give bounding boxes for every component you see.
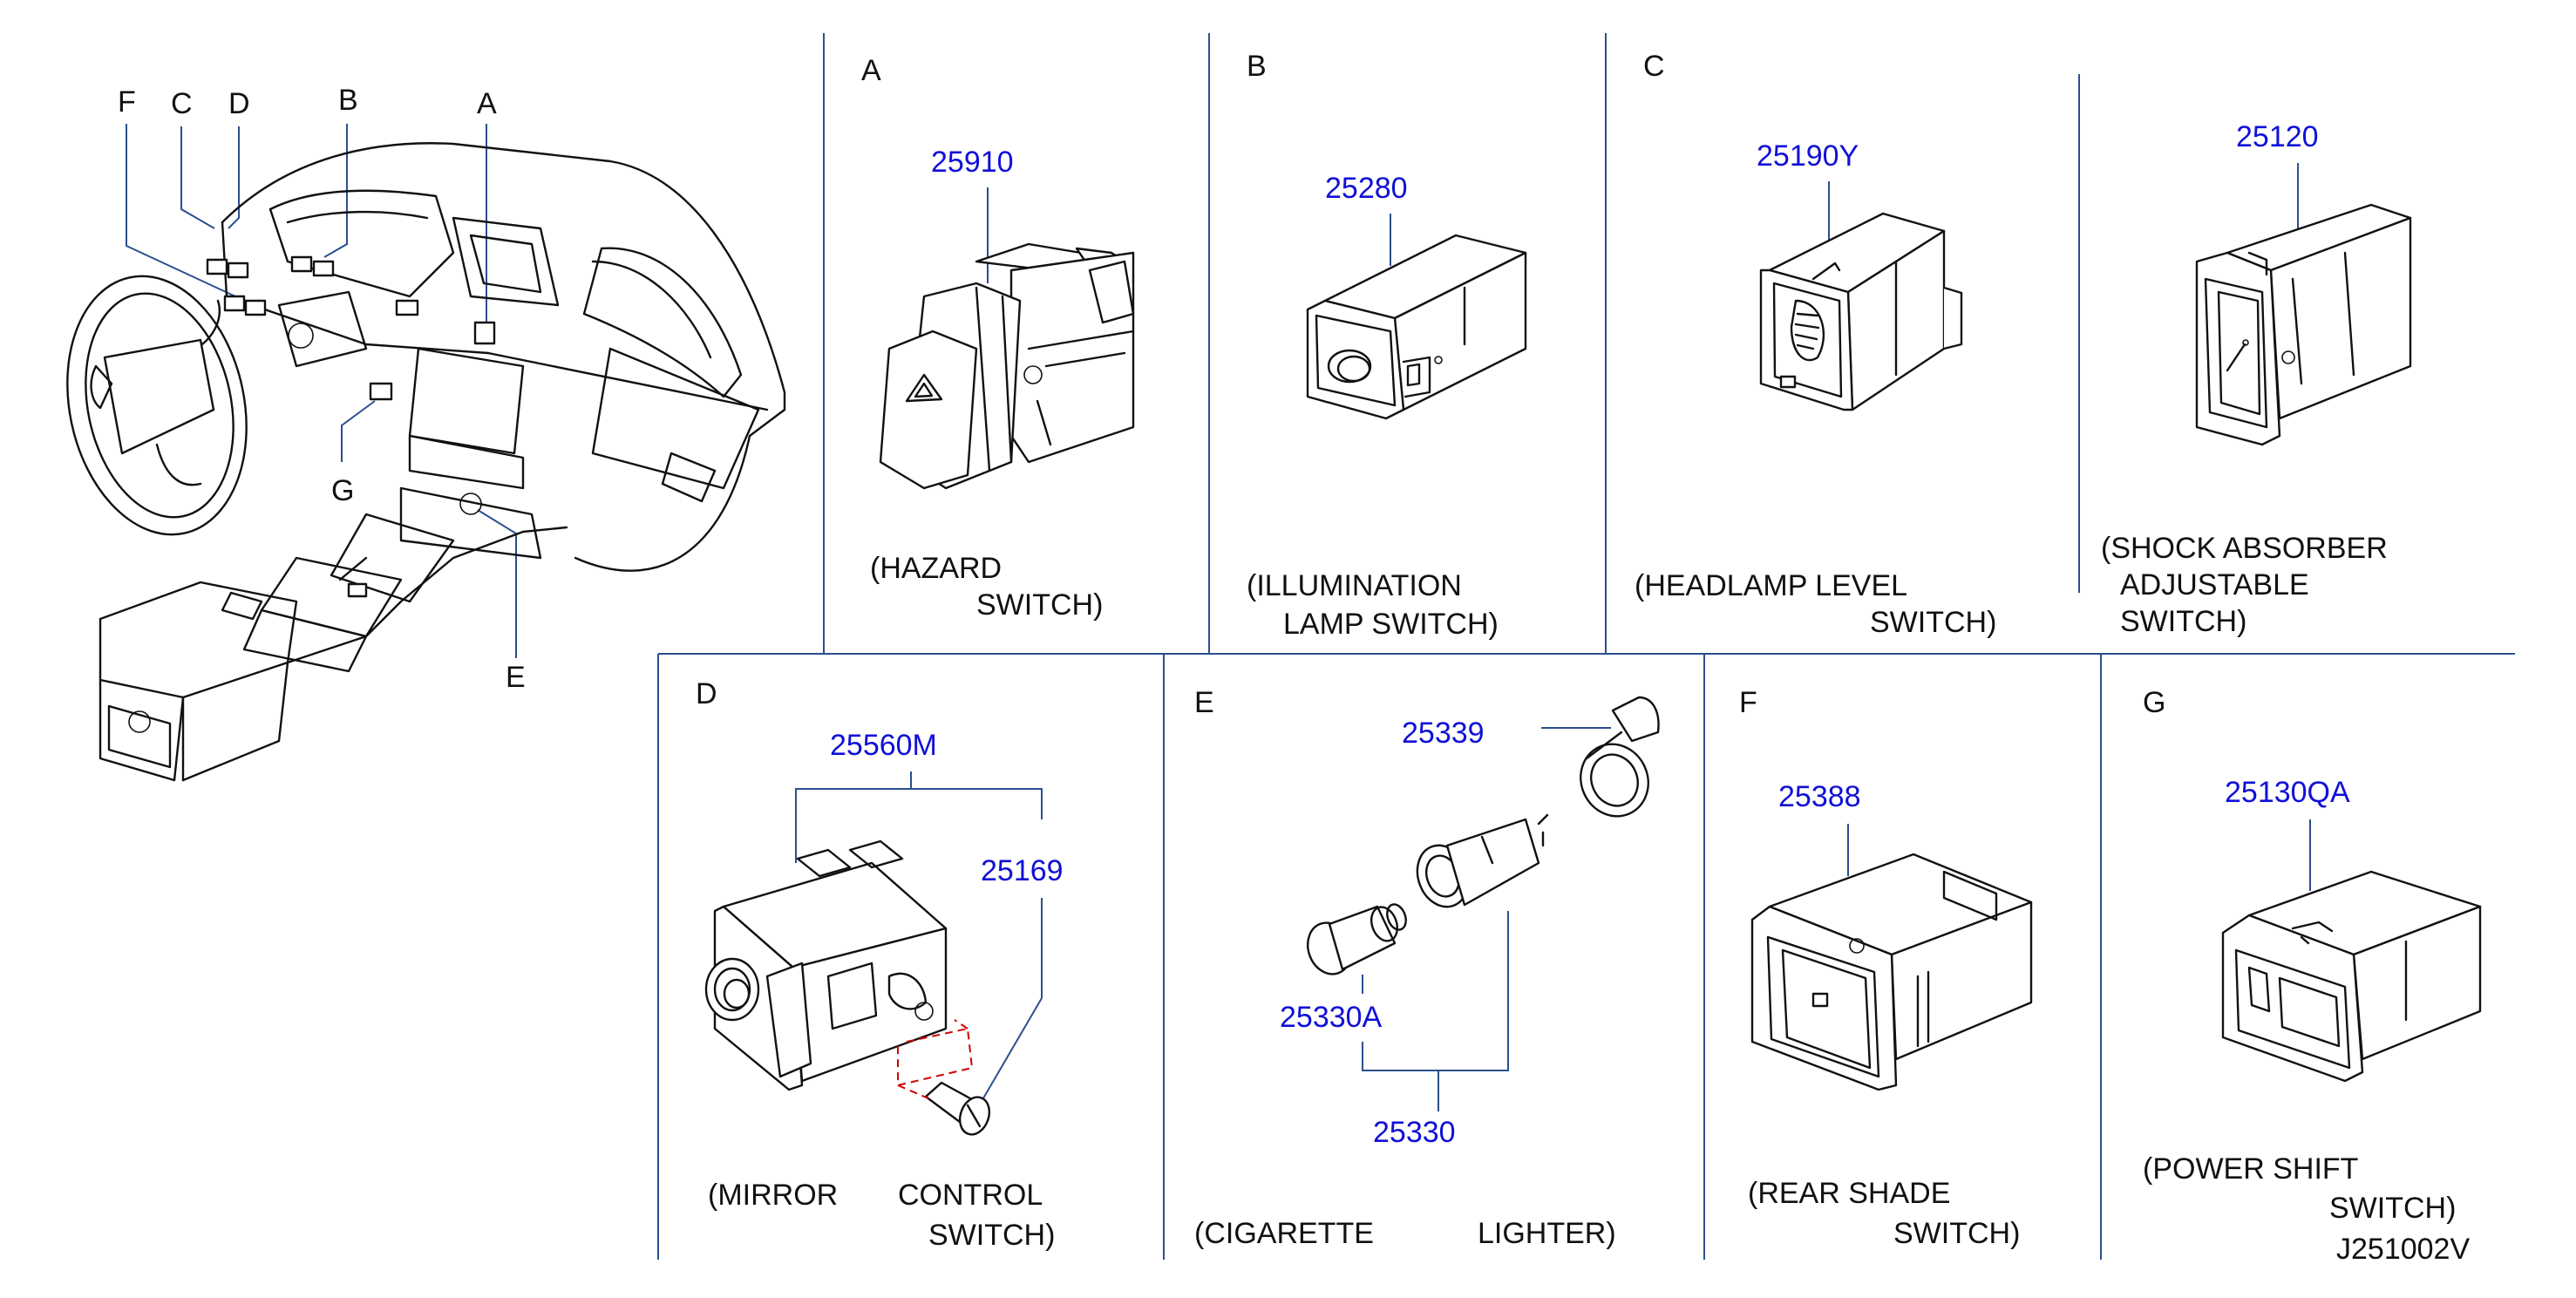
section-f-rear-shade-switch: F 25388 (REAR SHADE SWITCH) (1739, 686, 2033, 1250)
caption-e-line1: (CIGARETTE (1194, 1217, 1374, 1250)
hazard-switch-drawing (879, 242, 1135, 490)
section-a-hazard-switch: A 25910 (HAZARD SWITCH) (861, 54, 1135, 622)
section-letter-g: G (2143, 686, 2165, 719)
power-shift-switch-drawing (2221, 870, 2482, 1083)
section-shock-absorber-switch: 25120 (SHOCK ABSORBER ADJUSTABLE SWITCH) (2101, 120, 2412, 638)
callout-f: F (118, 85, 136, 119)
caption-b-line2: LAMP SWITCH) (1283, 608, 1499, 641)
caption-b-line1: (ILLUMINATION (1247, 569, 1462, 602)
section-letter-b: B (1247, 50, 1267, 83)
grid-lines (657, 33, 2515, 1260)
callout-b: B (338, 84, 358, 117)
part-number-25120: 25120 (2236, 120, 2319, 153)
caption-f-line2: SWITCH) (1893, 1217, 2020, 1250)
section-b-illumination-switch: B 25280 (ILLUMINATION LAMP SWITCH) (1247, 50, 1527, 641)
callout-a: A (477, 87, 497, 120)
part-number-25190y: 25190Y (1757, 139, 1859, 173)
part-number-25560m: 25560M (830, 729, 937, 762)
part-number-25330: 25330 (1373, 1116, 1456, 1149)
caption-c-line1: (HEADLAMP LEVEL (1635, 569, 1907, 602)
part-number-25388: 25388 (1778, 780, 1861, 813)
illumination-switch-drawing (1306, 234, 1527, 420)
dashboard-overview: F C D B A G E (66, 84, 786, 782)
caption-d-line1: (MIRROR (708, 1179, 838, 1212)
cigarette-lighter-drawing (1307, 696, 1660, 975)
callout-g: G (331, 474, 354, 507)
caption-shock-line2: ADJUSTABLE (2120, 568, 2309, 601)
section-letter-f: F (1739, 686, 1757, 719)
section-letter-c: C (1643, 50, 1665, 83)
section-letter-a: A (861, 54, 881, 87)
section-c-headlamp-level-switch: C 25190Y (HEADLAMP LEVEL SWITCH) (1635, 50, 1996, 639)
caption-shock-line3: SWITCH) (2120, 605, 2246, 638)
headlamp-level-switch-drawing (1759, 212, 1963, 411)
part-number-25130qa: 25130QA (2225, 776, 2350, 809)
section-letter-d: D (696, 677, 717, 710)
caption-d-line2: CONTROL (898, 1179, 1043, 1212)
caption-e-line2: LIGHTER) (1478, 1217, 1616, 1250)
part-number-25280: 25280 (1325, 172, 1408, 205)
section-e-cigarette-lighter: E 25339 25330A 25330 (CIGARETTE LIGHTE (1194, 686, 1660, 1250)
caption-g-line2: SWITCH) (2329, 1192, 2456, 1225)
caption-f-line1: (REAR SHADE (1748, 1177, 1950, 1210)
diagram-code: J251002V (2336, 1233, 2470, 1266)
caption-d-line3: SWITCH) (928, 1219, 1055, 1252)
section-letter-e: E (1194, 686, 1214, 719)
section-g-power-shift-switch: G 25130QA (POWER SHIFT SWITCH) J251002V (2143, 686, 2482, 1266)
callout-d: D (228, 87, 250, 120)
caption-a-line2: SWITCH) (976, 588, 1103, 622)
rear-shade-switch-drawing (1750, 853, 2033, 1091)
caption-a-line1: (HAZARD (870, 552, 1002, 585)
caption-g-line1: (POWER SHIFT (2143, 1152, 2358, 1186)
caption-c-line2: SWITCH) (1870, 606, 1996, 639)
part-number-25330a: 25330A (1280, 1001, 1383, 1034)
callout-e: E (506, 661, 526, 694)
part-number-25910: 25910 (931, 146, 1014, 179)
caption-shock-line1: (SHOCK ABSORBER (2101, 532, 2388, 565)
part-number-25169: 25169 (981, 854, 1064, 887)
shock-absorber-switch-drawing (2195, 203, 2412, 446)
section-d-mirror-control-switch: D 25560M 25169 (MIRROR (696, 677, 1064, 1252)
callout-c: C (171, 87, 193, 120)
part-number-25339: 25339 (1402, 717, 1485, 750)
mirror-switch-drawing (704, 839, 991, 1136)
